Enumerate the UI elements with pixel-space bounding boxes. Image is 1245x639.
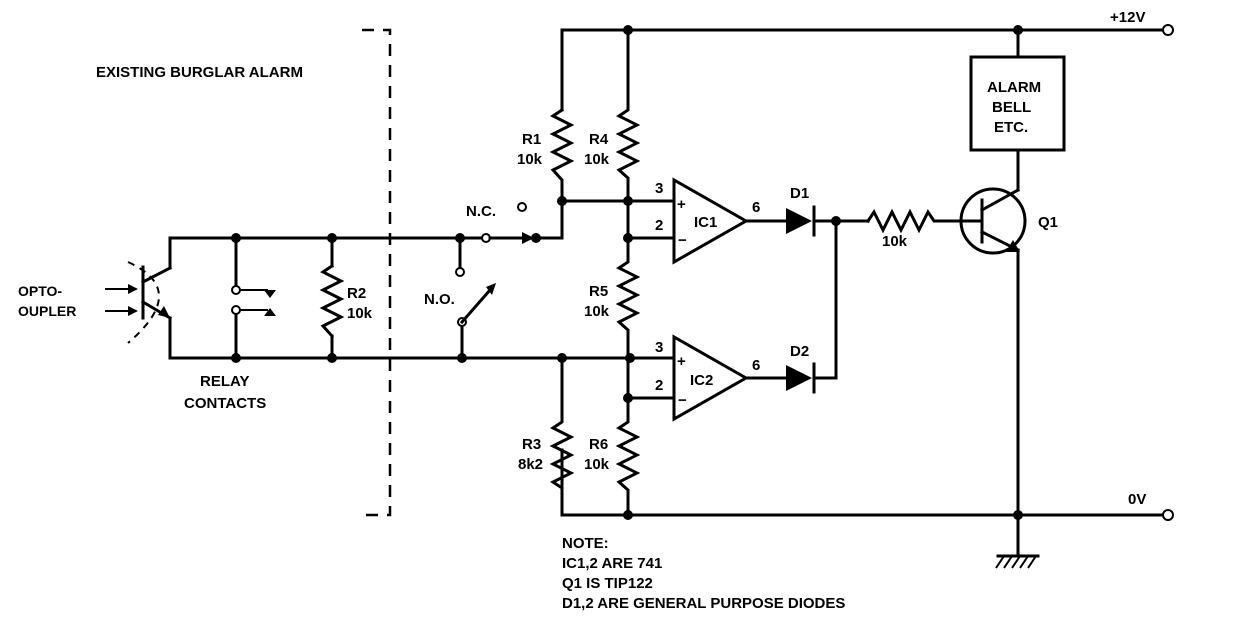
relay-switch [455, 199, 564, 360]
resistor-r6 [615, 396, 641, 517]
opamp-ic1 [672, 177, 750, 265]
ic2-pin-minus: 2 [655, 377, 663, 394]
r3-name: R3 [522, 436, 541, 453]
diode-d1 [744, 205, 870, 237]
resistor-r3 [549, 356, 575, 517]
supply-rails [560, 24, 1174, 521]
note-line3: D1,2 ARE GENERAL PURPOSE DIODES [562, 595, 845, 612]
diode-d2 [744, 219, 838, 394]
supply-ground-label: 0V [1128, 491, 1146, 508]
resistor-r5 [615, 236, 641, 360]
relay-contacts [231, 285, 276, 316]
supply-positive-label: +12V [1110, 9, 1145, 26]
optocoupler [105, 261, 173, 344]
ic2-pin-plus: 3 [655, 339, 663, 356]
existing-alarm-title: EXISTING BURGLAR ALARM [96, 64, 303, 81]
junction-dots [231, 25, 1023, 520]
note-line2: Q1 IS TIP122 [562, 575, 653, 592]
resistor-r2 [319, 263, 345, 339]
input-wiring [168, 236, 632, 360]
r5-name: R5 [589, 283, 608, 300]
switch-nc-label: N.C. [466, 203, 496, 220]
r1-name: R1 [522, 131, 541, 148]
ic2-name: IC2 [690, 372, 713, 389]
optocoupler-label-line1: OPTO- [18, 283, 62, 299]
transistor-q1 [959, 148, 1027, 517]
alarm-bell-line1: ALARM [987, 79, 1041, 96]
opamp-ic2 [672, 334, 750, 422]
r4-name: R4 [589, 131, 609, 148]
ic1-name: IC1 [694, 214, 717, 231]
resistor-base [865, 208, 964, 234]
note-heading: NOTE: [562, 535, 609, 552]
q1-label: Q1 [1038, 214, 1058, 231]
optocoupler-label-line2: OUPLER [18, 303, 76, 319]
relay-label-line2: CONTACTS [184, 395, 266, 412]
r3-value: 8k2 [518, 456, 543, 473]
relay-label-line1: RELAY [200, 373, 249, 390]
r4-value: 10k [584, 151, 610, 168]
r1-value: 10k [517, 151, 543, 168]
switch-no-label: N.O. [424, 291, 455, 308]
d1-label: D1 [790, 185, 809, 202]
ground-symbol [995, 513, 1040, 569]
ic1-pin-minus: 2 [655, 217, 663, 234]
r6-name: R6 [589, 436, 608, 453]
ic2-plus-sign: + [677, 353, 686, 370]
r2-name: R2 [347, 285, 366, 302]
ic1-pin-plus: 3 [655, 180, 663, 197]
ic2-minus-sign: − [678, 392, 687, 409]
existing-alarm-boundary [362, 28, 392, 517]
opamp-input-wiring [560, 199, 676, 400]
ic1-pin-out: 6 [752, 199, 760, 216]
ic1-plus-sign: + [677, 196, 686, 213]
resistor-r1 [549, 107, 575, 203]
note-line1: IC1,2 ARE 741 [562, 555, 662, 572]
resistor-r4 [615, 28, 641, 203]
ic1-minus-sign: − [678, 232, 687, 249]
d2-label: D2 [790, 343, 809, 360]
r2-value: 10k [347, 305, 373, 322]
r5-value: 10k [584, 303, 610, 320]
ic2-pin-out: 6 [752, 357, 760, 374]
base-resistor-value: 10k [882, 233, 908, 250]
alarm-bell-line2: BELL [992, 99, 1031, 116]
alarm-bell-line3: ETC. [994, 119, 1028, 136]
r6-value: 10k [584, 456, 610, 473]
